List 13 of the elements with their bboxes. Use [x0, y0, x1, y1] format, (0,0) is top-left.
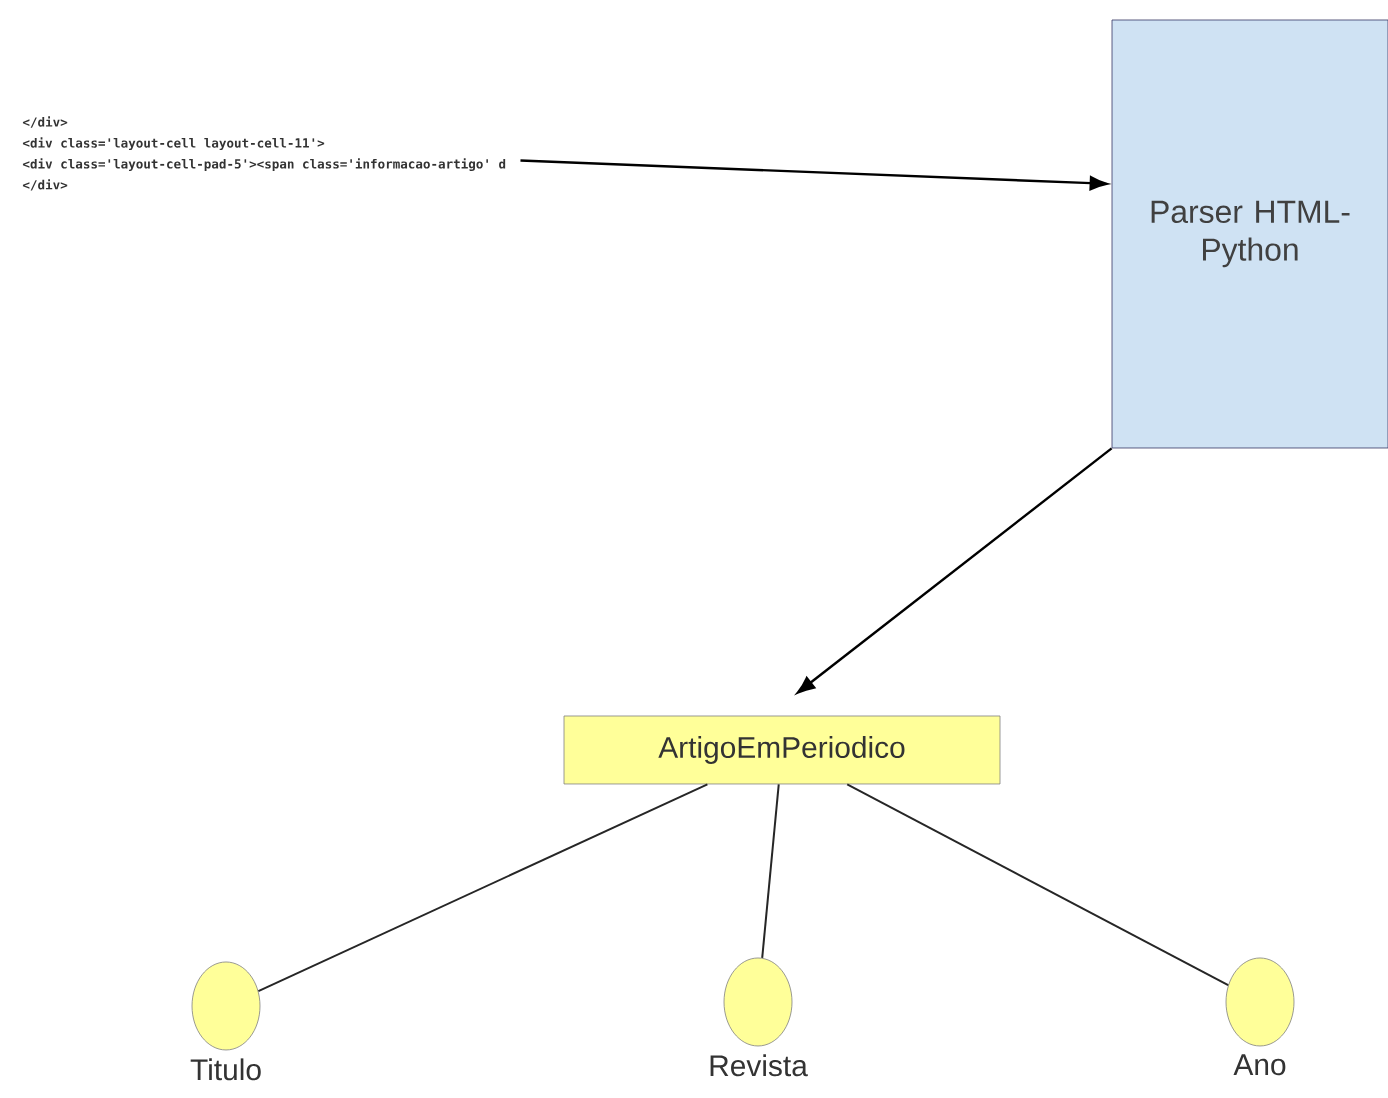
- connector: [846, 783, 1230, 987]
- connector: [796, 447, 1113, 694]
- attribute-node: Revista: [710, 957, 808, 1077]
- process-box: Parser HTML-Python: [1111, 19, 1388, 449]
- connector: [520, 159, 1108, 191]
- attribute-node: Titulo: [190, 961, 261, 1081]
- attribute-node: Ano: [1225, 957, 1295, 1076]
- node-label: Revista: [710, 1054, 808, 1077]
- class-box: ArtigoEmPeriodico: [563, 715, 1001, 785]
- node-label: Titulo: [190, 1058, 261, 1081]
- connector: [257, 783, 709, 993]
- node-label: Ano: [1233, 1054, 1286, 1076]
- connector: [761, 783, 780, 959]
